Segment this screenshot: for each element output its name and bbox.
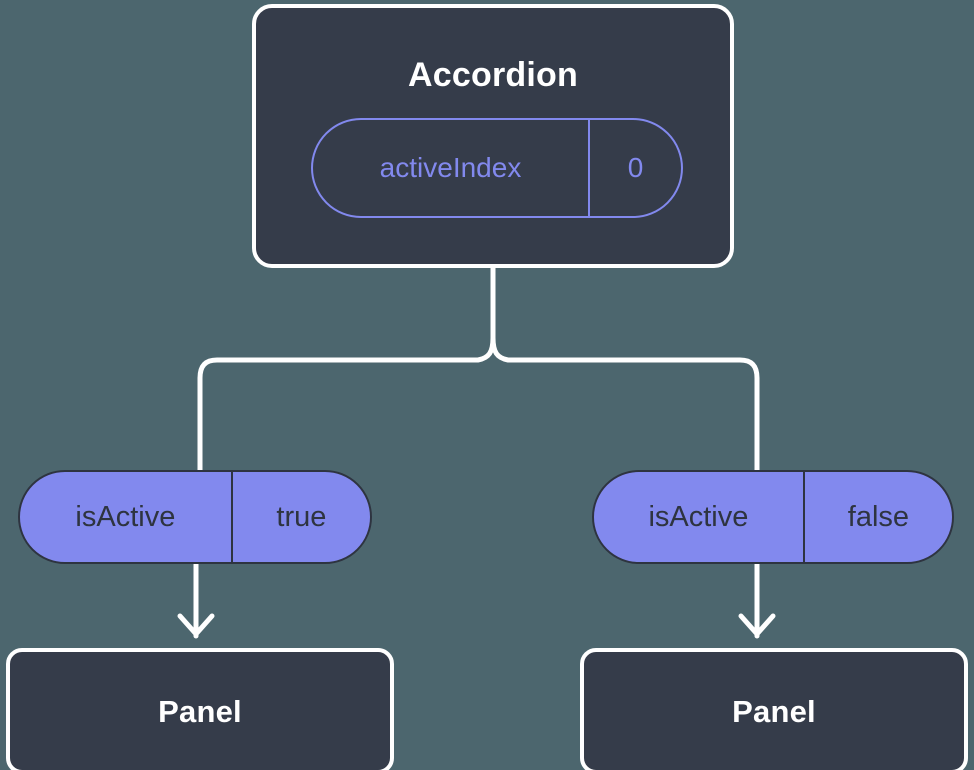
component-card-accordion[interactable]: Accordion activeIndex 0	[252, 4, 734, 268]
prop-pill-isactive-true[interactable]: isActive true	[18, 470, 372, 564]
arrow-head-right	[738, 613, 776, 637]
component-title-panel-left: Panel	[158, 693, 242, 729]
prop-pill-isactive-false[interactable]: isActive false	[592, 470, 954, 564]
state-pill-value: 0	[588, 120, 681, 216]
fork-connector	[490, 265, 760, 473]
prop-pill-value: true	[230, 472, 370, 562]
prop-pill-value: false	[802, 472, 952, 562]
component-card-panel-left[interactable]: Panel	[6, 648, 394, 770]
state-pill-activeindex[interactable]: activeIndex 0	[311, 118, 683, 218]
component-title-panel-right: Panel	[732, 693, 816, 729]
state-pill-key: activeIndex	[379, 152, 522, 183]
component-title-accordion: Accordion	[408, 56, 578, 94]
prop-pill-key: isActive	[75, 500, 176, 533]
component-card-panel-right[interactable]: Panel	[580, 648, 968, 770]
fork-connector-left	[197, 335, 496, 473]
arrow-head-left	[177, 613, 215, 637]
prop-pill-key: isActive	[648, 500, 749, 533]
